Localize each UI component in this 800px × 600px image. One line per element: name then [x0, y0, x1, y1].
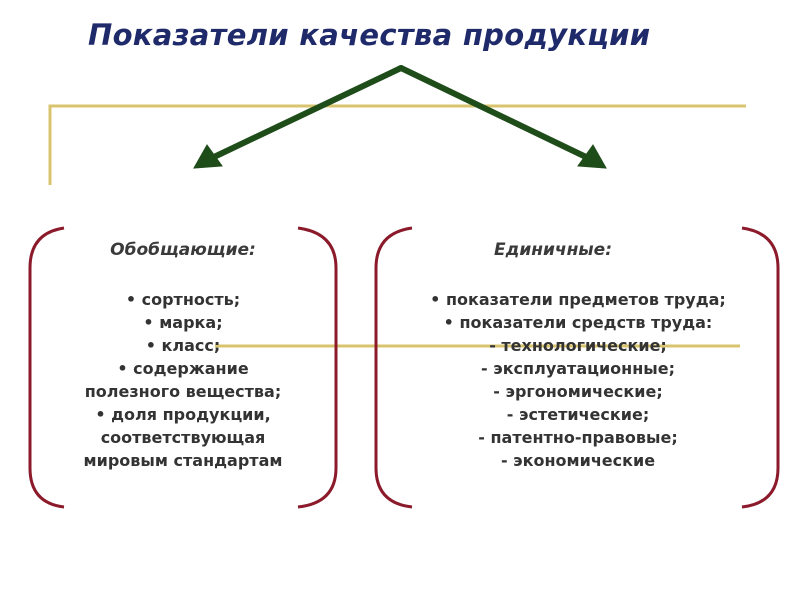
list-item: - патентно-правовые; [478, 428, 678, 447]
branch-arrows [193, 65, 607, 169]
right-box-right-bracket [741, 226, 780, 509]
list-item: • класс; [145, 336, 221, 355]
right-box-heading: Единичные: [493, 240, 613, 260]
left-box-left-bracket [28, 226, 65, 509]
list-item: полезного вещества; [84, 382, 282, 401]
list-item: мировым стандартам [83, 451, 283, 470]
list-item: - экономические [500, 451, 656, 470]
right-box-brackets [374, 226, 780, 509]
arrow-right-head [577, 144, 607, 169]
left-box-heading: Обобщающие: [110, 240, 256, 260]
arrow-left-head [193, 144, 223, 169]
list-item: • марка; [143, 313, 223, 332]
list-item: • сортность; [125, 290, 241, 309]
list-item: соответствующая [100, 428, 266, 447]
gold-decor-lines [48, 104, 746, 348]
left-box-brackets [28, 226, 338, 509]
list-item: • доля продукции, [95, 405, 271, 424]
right-box-left-bracket [374, 226, 413, 509]
list-item: - эксплуатационные; [481, 359, 675, 378]
left-box-list: • сортность; • марка; • класс; • содержа… [45, 288, 321, 472]
list-item: - технологические; [489, 336, 667, 355]
arrow-right-shaft [398, 65, 589, 160]
right-box-list: • показатели предметов труда; • показате… [380, 288, 776, 472]
page-title: Показатели качества продукции [88, 18, 651, 52]
list-item: - эргономические; [493, 382, 663, 401]
list-item: • показатели предметов труда; [430, 290, 726, 309]
list-item: - эстетические; [506, 405, 650, 424]
gold-frame-line [48, 104, 746, 185]
list-item: • показатели средств труда: [443, 313, 713, 332]
left-box-right-bracket [297, 226, 338, 509]
arrow-left-shaft [211, 65, 404, 160]
list-item: • содержание [117, 359, 249, 378]
